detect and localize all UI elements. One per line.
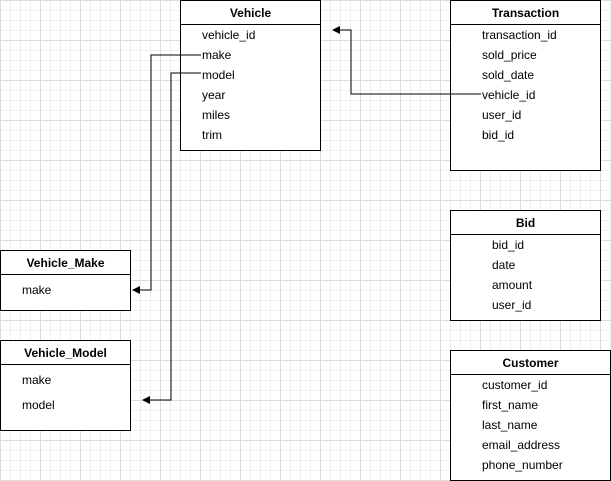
entity-vehicle-make[interactable]: Vehicle_Make make bbox=[0, 250, 131, 311]
field-make: make bbox=[22, 283, 52, 297]
field-transaction-id: transaction_id bbox=[482, 28, 557, 42]
field-sold-price: sold_price bbox=[482, 48, 537, 62]
entity-vehicle-model-title: Vehicle_Model bbox=[1, 341, 130, 365]
entity-bid[interactable]: Bid bid_id date amount user_id bbox=[450, 210, 601, 321]
field-customer-id: customer_id bbox=[482, 378, 548, 392]
field-make: make bbox=[202, 48, 232, 62]
field-first-name: first_name bbox=[482, 398, 539, 412]
entity-vehicle-title: Vehicle bbox=[181, 1, 320, 25]
field-bid-id: bid_id bbox=[482, 128, 515, 142]
field-vehicle-id: vehicle_id bbox=[202, 28, 256, 42]
field-year: year bbox=[202, 88, 226, 102]
field-trim: trim bbox=[202, 128, 222, 142]
field-model: model bbox=[22, 398, 55, 412]
entity-customer-title: Customer bbox=[451, 351, 610, 375]
entity-vehicle[interactable]: Vehicle vehicle_id make model year miles… bbox=[180, 0, 321, 151]
field-sold-date: sold_date bbox=[482, 68, 535, 82]
field-make: make bbox=[22, 373, 52, 387]
field-user-id: user_id bbox=[492, 298, 532, 312]
field-model: model bbox=[202, 68, 235, 82]
field-date: date bbox=[492, 258, 516, 272]
entity-vehicle-model[interactable]: Vehicle_Model make model bbox=[0, 340, 131, 431]
field-email-address: email_address bbox=[482, 438, 561, 452]
entity-customer[interactable]: Customer customer_id first_name last_nam… bbox=[450, 350, 611, 481]
entity-vehicle-make-title: Vehicle_Make bbox=[1, 251, 130, 275]
field-bid-id: bid_id bbox=[492, 238, 525, 252]
entity-bid-title: Bid bbox=[451, 211, 600, 235]
field-last-name: last_name bbox=[482, 418, 538, 432]
field-amount: amount bbox=[492, 278, 533, 292]
field-miles: miles bbox=[202, 108, 231, 122]
field-vehicle-id: vehicle_id bbox=[482, 88, 536, 102]
field-phone-number: phone_number bbox=[482, 458, 563, 472]
field-user-id: user_id bbox=[482, 108, 522, 122]
entity-transaction[interactable]: Transaction transaction_id sold_price so… bbox=[450, 0, 601, 171]
entity-transaction-title: Transaction bbox=[451, 1, 600, 25]
